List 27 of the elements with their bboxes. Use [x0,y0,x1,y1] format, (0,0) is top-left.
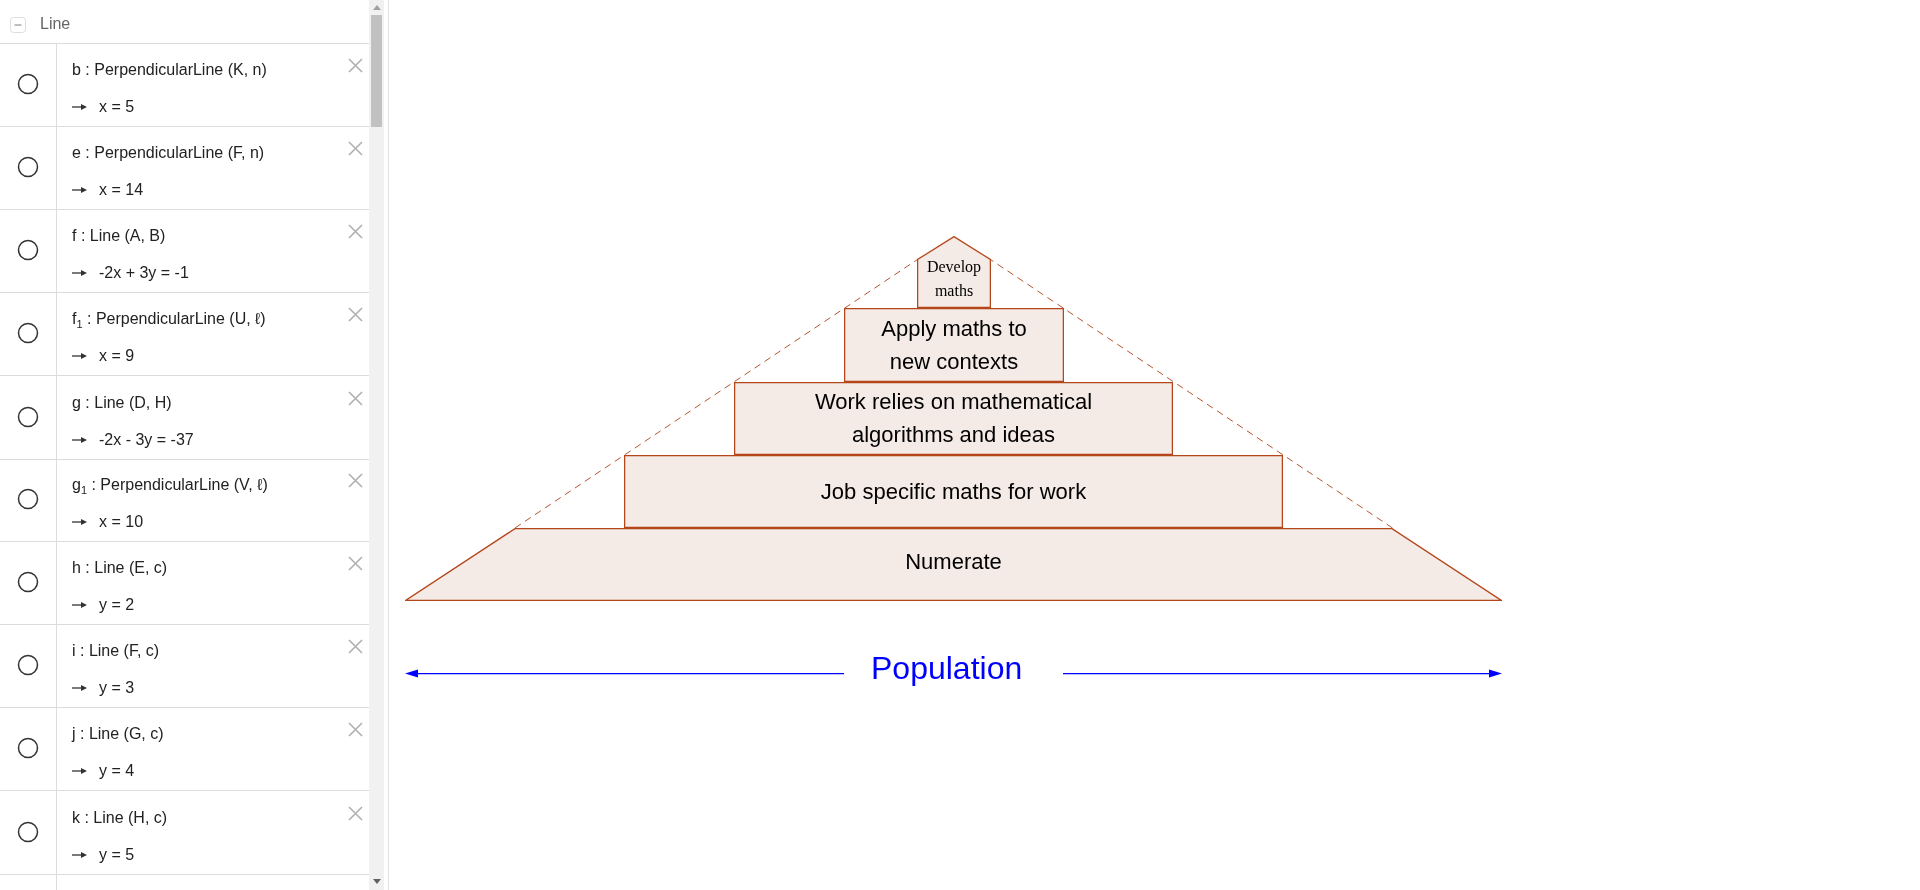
result-text: y = 2 [99,595,135,615]
tier-label: Job specific maths for work [820,477,1087,506]
tier-label: Numerate [905,547,1002,576]
tier-label: Work relies on mathematical algorithms and ideas [813,388,1094,449]
result-text: -2x - 3y = -37 [99,430,194,450]
result-text: x = 5 [99,97,135,117]
dimension-label: Population [871,649,1023,688]
command-text: h : Line (E, c) [72,558,168,578]
command-text: i : Line (F, c) [72,641,160,661]
tier-label: Apply maths to new contexts [880,314,1028,376]
result-text: x = 10 [99,512,144,532]
command-text: g : Line (D, H) [72,393,172,413]
command-text: k : Line (H, c) [72,808,168,828]
result-text: -2x + 3y = -1 [99,263,189,283]
tier-label: Develop maths [925,256,983,301]
command-text: g$_{1}$ : PerpendicularLine (V, ℓ) [72,475,268,495]
command-text: f : Line (A, B) [72,226,166,246]
result-text: y = 4 [99,761,135,781]
command-text: b : PerpendicularLine (K, n) [72,60,267,80]
command-text: j : Line (G, c) [72,724,164,744]
command-text: e : PerpendicularLine (F, n) [72,143,265,163]
result-text: x = 14 [99,180,144,200]
group-header: Line [40,14,71,34]
result-text: x = 9 [99,346,135,366]
result-text: y = 5 [99,845,135,865]
command-text: f$_{1}$ : PerpendicularLine (U, ℓ) [72,309,266,329]
result-text: y = 3 [99,678,135,698]
